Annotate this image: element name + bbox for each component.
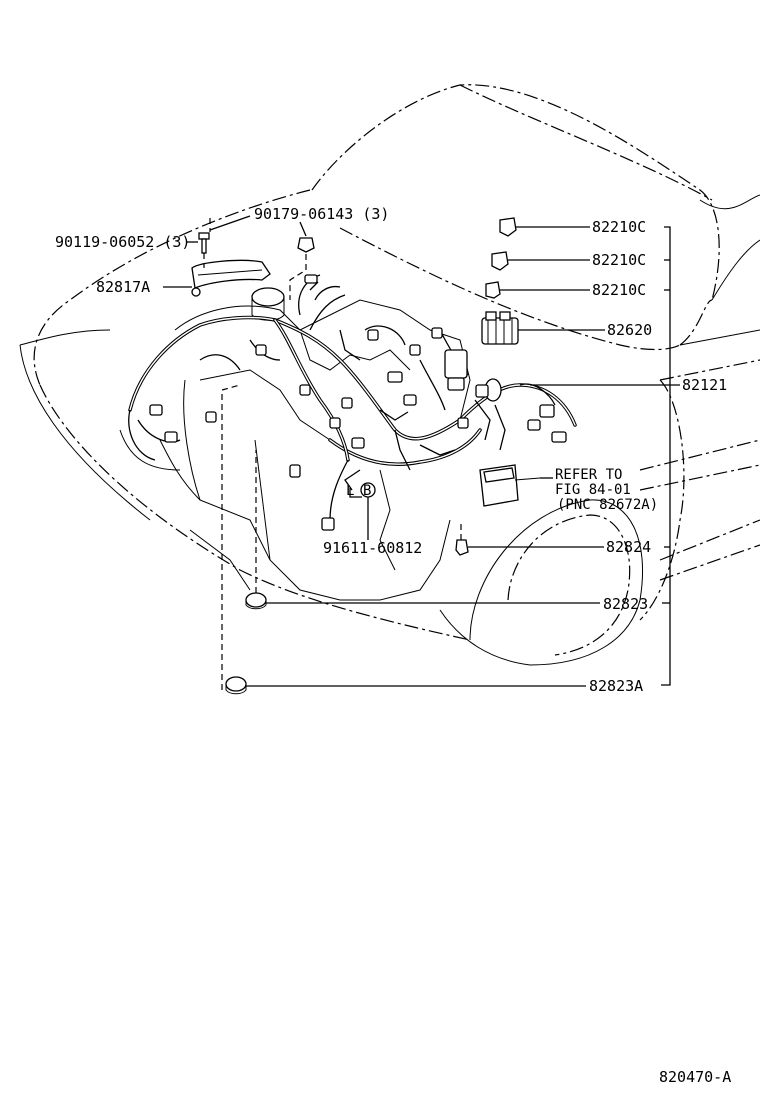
harness-wires: [128, 274, 577, 531]
car-body-outline: [19, 84, 760, 666]
label-82620: 82620: [607, 321, 652, 339]
label-82817A: 82817A: [96, 278, 150, 296]
clip-icon: [297, 237, 315, 253]
callout-b-letter: B: [363, 483, 371, 499]
ecu-icon: [479, 464, 541, 507]
label-82823A: 82823A: [589, 677, 643, 695]
label-82210C-1: 82210C: [592, 218, 646, 236]
connector-icon: [485, 217, 517, 299]
label-90119-06052: 90119-06052 (3): [55, 233, 190, 251]
clip-82823-icon: [245, 592, 267, 610]
engine-block: [119, 287, 471, 601]
label-82823: 82823: [603, 595, 648, 613]
label-82210C-2: 82210C: [592, 251, 646, 269]
label-91611-60812: 91611-60812: [323, 539, 422, 557]
label-refer-pnc: (PNC 82672A): [557, 497, 658, 513]
grommet-icon: [455, 539, 469, 556]
label-82210C-3: 82210C: [592, 281, 646, 299]
bolt-icon: [198, 232, 210, 254]
label-82121: 82121: [682, 376, 727, 394]
label-refer-fig: FIG 84-01: [555, 482, 631, 498]
label-82824: 82824: [606, 538, 651, 556]
label-refer-to: REFER TO: [555, 467, 622, 483]
bracket-82817A: [191, 259, 271, 297]
leader-lines: [163, 215, 680, 690]
figure-code: 820470-A: [659, 1068, 731, 1086]
clip-82823A-icon: [225, 676, 247, 695]
part-labels: 90179-06143 (3) 90119-06052 (3) 82817A 8…: [55, 205, 731, 1086]
label-90179-06143: 90179-06143 (3): [254, 205, 389, 223]
relay-block-icon: [481, 311, 519, 345]
